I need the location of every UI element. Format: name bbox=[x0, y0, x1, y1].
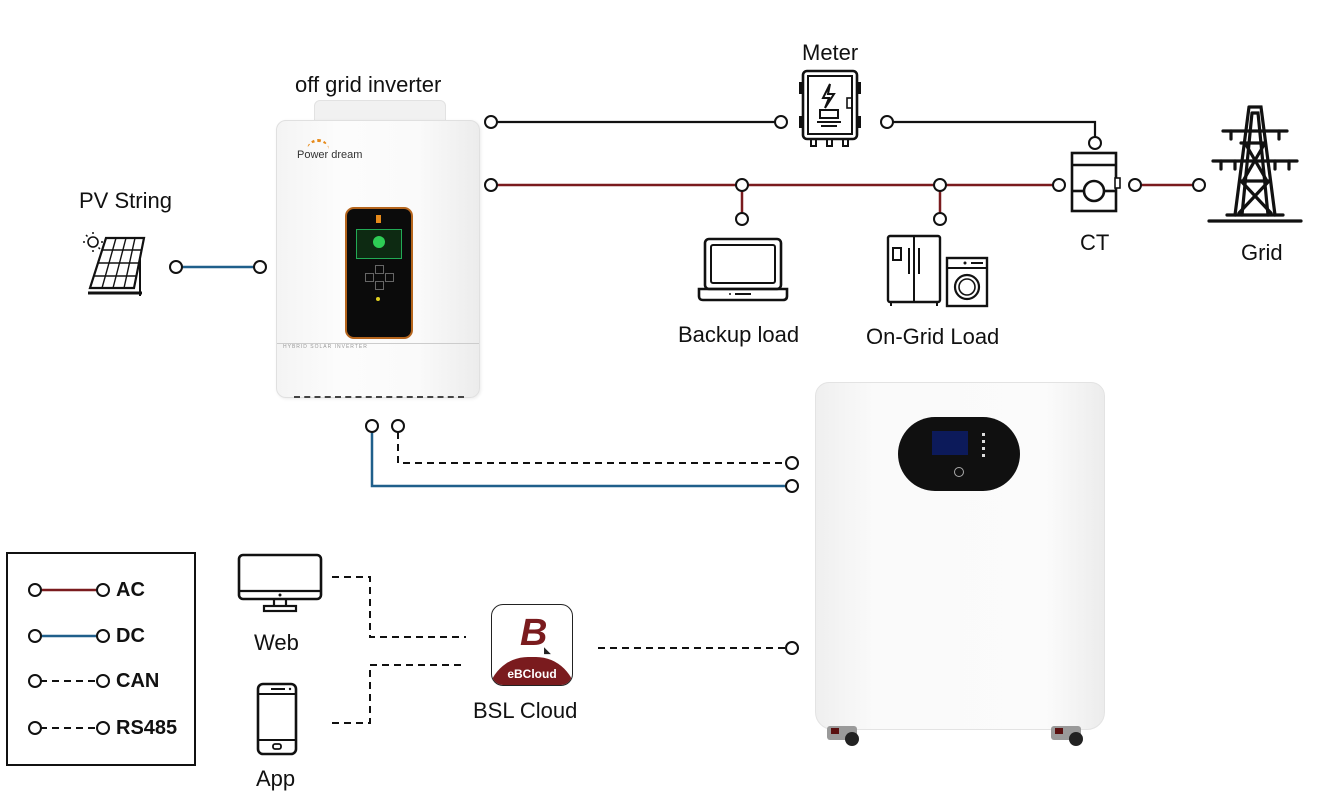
legend-item-ac: AC bbox=[8, 578, 198, 602]
node bbox=[933, 178, 947, 192]
laptop-icon bbox=[697, 237, 789, 302]
legend-ac-line bbox=[28, 583, 110, 597]
battery-body bbox=[815, 382, 1105, 730]
node bbox=[735, 178, 749, 192]
lightning-icon bbox=[376, 215, 381, 223]
inverter-ports bbox=[294, 396, 464, 402]
inverter-lcd-screen bbox=[356, 229, 402, 259]
ebcloud-logo-letter: B bbox=[520, 612, 548, 654]
wire-dc-battery bbox=[370, 432, 786, 488]
web-label: Web bbox=[254, 630, 299, 655]
battery-status-leds bbox=[982, 433, 996, 459]
caster-wheel-left bbox=[827, 726, 867, 748]
legend-rs485-line bbox=[28, 721, 110, 735]
legend-item-can: CAN bbox=[8, 669, 198, 693]
battery-unit bbox=[815, 382, 1105, 746]
wire-web-cloud bbox=[332, 576, 466, 638]
bsl-cloud-label: BSL Cloud bbox=[473, 698, 578, 723]
ebcloud-app-icon: B ◣ eBCloud bbox=[491, 604, 573, 686]
node bbox=[933, 212, 947, 226]
current-transformer-icon bbox=[1070, 151, 1121, 213]
wire-app-cloud bbox=[332, 664, 466, 724]
status-led bbox=[376, 297, 380, 301]
node bbox=[1128, 178, 1142, 192]
node bbox=[365, 419, 379, 433]
legend-dc-line bbox=[28, 629, 110, 643]
legend-label: DC bbox=[116, 625, 145, 647]
down-button bbox=[375, 281, 384, 290]
back-button bbox=[365, 273, 374, 282]
inverter-label: off grid inverter bbox=[295, 72, 442, 97]
node bbox=[484, 178, 498, 192]
node bbox=[735, 212, 749, 226]
node bbox=[1192, 178, 1206, 192]
inverter-brand: Power dream bbox=[297, 149, 363, 161]
caster-wheel-right bbox=[1051, 726, 1091, 748]
legend: AC DC CAN RS485 bbox=[6, 552, 196, 766]
off-grid-inverter: Power dream HYBRID SOLAR INVERTER bbox=[276, 100, 480, 398]
wire-meter-ct bbox=[892, 120, 1097, 138]
inverter-model-text: HYBRID SOLAR INVERTER bbox=[283, 344, 368, 350]
enter-button bbox=[385, 273, 394, 282]
meter-label: Meter bbox=[802, 40, 859, 65]
solar-panel-icon bbox=[83, 232, 146, 296]
inverter-control-panel bbox=[345, 207, 413, 339]
node bbox=[774, 115, 788, 129]
legend-label: RS485 bbox=[116, 717, 178, 739]
transmission-tower-icon bbox=[1207, 105, 1303, 223]
pv-string-label: PV String bbox=[79, 188, 172, 213]
legend-label: AC bbox=[116, 579, 145, 601]
inverter-body: Power dream HYBRID SOLAR INVERTER bbox=[276, 120, 480, 398]
node bbox=[785, 456, 799, 470]
backup-load-label: Backup load bbox=[678, 322, 800, 347]
wifi-icon: ◣ bbox=[544, 645, 551, 655]
node bbox=[1088, 136, 1102, 150]
smartphone-icon bbox=[256, 682, 298, 756]
grid-label: Grid bbox=[1241, 240, 1283, 265]
fridge-washer-icon bbox=[886, 234, 989, 308]
battery-display-panel bbox=[898, 417, 1020, 491]
battery-screen bbox=[932, 431, 968, 455]
node bbox=[253, 260, 267, 274]
node bbox=[785, 479, 799, 493]
legend-item-dc: DC bbox=[8, 624, 198, 648]
node bbox=[169, 260, 183, 274]
node bbox=[880, 115, 894, 129]
app-label: App bbox=[256, 766, 296, 791]
brand-sun-icon bbox=[307, 139, 329, 153]
legend-item-rs485: RS485 bbox=[8, 716, 198, 740]
up-button bbox=[375, 265, 384, 274]
wire-can-battery bbox=[397, 432, 786, 464]
monitor-icon bbox=[237, 553, 323, 613]
legend-label: CAN bbox=[116, 670, 160, 692]
node bbox=[1052, 178, 1066, 192]
node bbox=[391, 419, 405, 433]
on-grid-load-label: On-Grid Load bbox=[866, 324, 1000, 349]
electric-meter-icon bbox=[799, 69, 861, 147]
ct-label: CT bbox=[1080, 230, 1110, 255]
node bbox=[785, 641, 799, 655]
node bbox=[484, 115, 498, 129]
battery-power-button bbox=[954, 467, 964, 477]
legend-can-line bbox=[28, 674, 110, 688]
ebcloud-badge-text: eBCloud bbox=[507, 667, 557, 681]
divider bbox=[277, 343, 479, 344]
